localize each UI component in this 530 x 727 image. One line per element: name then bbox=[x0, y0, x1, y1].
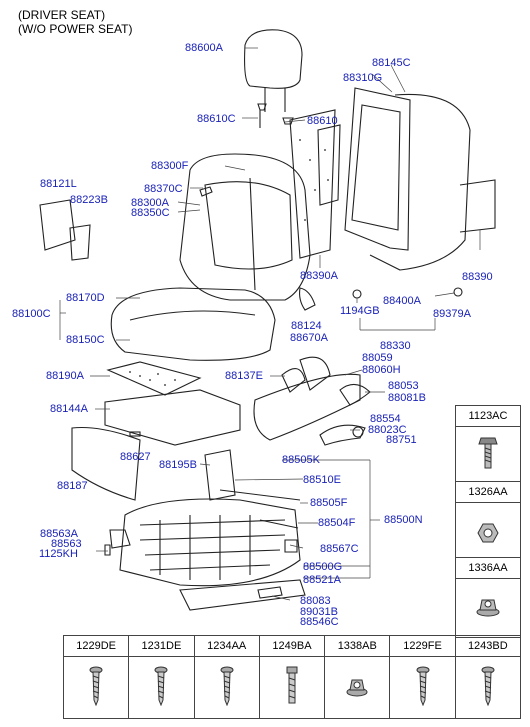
label-88124: 88124 bbox=[291, 320, 322, 332]
fastener-code: 1123AC bbox=[456, 406, 520, 427]
fastener-cell: 1234AA bbox=[194, 636, 260, 718]
bolt-icon bbox=[286, 666, 298, 704]
label-88554: 88554 bbox=[370, 413, 401, 425]
label-88330: 88330 bbox=[380, 340, 411, 352]
fastener-cell: 1249BA bbox=[259, 636, 326, 718]
fastener-cell: 1229FE bbox=[390, 636, 456, 718]
fastener-code: 1234AA bbox=[194, 636, 259, 657]
label-88600A: 88600A bbox=[185, 42, 223, 54]
label-1125KH: 1125KH bbox=[39, 548, 78, 560]
label-88150C: 88150C bbox=[66, 334, 105, 346]
fastener-code: 1249BA bbox=[259, 636, 325, 657]
cushion-pan-part bbox=[104, 389, 241, 446]
fastener-bottom-table: 1229DE 1231DE 1234AA 1249BA 1338AB 1229F… bbox=[63, 635, 521, 719]
label-88060H: 88060H bbox=[362, 364, 401, 376]
screw-icon bbox=[154, 666, 168, 706]
label-88521A: 88521A bbox=[303, 574, 341, 586]
fastener-cell: 1229DE bbox=[64, 636, 130, 718]
label-88145C: 88145C bbox=[372, 57, 411, 69]
label-88190A: 88190A bbox=[46, 370, 84, 382]
screw-icon bbox=[220, 666, 234, 706]
label-88390: 88390 bbox=[462, 271, 493, 283]
nut-icon bbox=[477, 523, 499, 543]
label-88400A: 88400A bbox=[383, 295, 421, 307]
label-88137E: 88137E bbox=[225, 370, 263, 382]
hex-bolt-icon bbox=[478, 437, 498, 469]
label-89031B: 89031B bbox=[300, 606, 338, 618]
label-88610: 88610 bbox=[307, 115, 338, 127]
nut-icon bbox=[346, 679, 368, 697]
back-frame-part bbox=[344, 87, 411, 251]
label-88121L: 88121L bbox=[40, 178, 77, 190]
label-88500N: 88500N bbox=[384, 514, 423, 526]
fastener-code: 1338AB bbox=[325, 636, 390, 657]
label-88505F: 88505F bbox=[310, 497, 348, 509]
label-88144A: 88144A bbox=[50, 403, 88, 415]
diagram-title-line1: (DRIVER SEAT) bbox=[18, 8, 106, 22]
fastener-cell: 1326AA bbox=[456, 482, 520, 558]
fastener-cell: 1123AC bbox=[456, 406, 520, 482]
label-88567C: 88567C bbox=[320, 543, 359, 555]
fastener-code: 1229DE bbox=[64, 636, 129, 657]
label-88300F: 88300F bbox=[151, 160, 189, 172]
label-88390A: 88390A bbox=[300, 270, 338, 282]
label-88100C: 88100C bbox=[12, 308, 51, 320]
label-88510E: 88510E bbox=[303, 474, 341, 486]
label-88505K: 88505K bbox=[282, 454, 320, 466]
label-88563A: 88563A bbox=[40, 528, 78, 540]
label-88195B: 88195B bbox=[159, 459, 197, 471]
label-88546C: 88546C bbox=[300, 616, 339, 628]
headrest-part bbox=[244, 29, 303, 89]
fastener-code: 1229FE bbox=[390, 636, 455, 657]
label-88059: 88059 bbox=[362, 352, 393, 364]
label-88370C: 88370C bbox=[144, 183, 183, 195]
label-1194GB: 1194GB bbox=[340, 305, 380, 317]
label-88023C: 88023C bbox=[368, 424, 407, 436]
screw-icon bbox=[416, 666, 430, 706]
label-89379A: 89379A bbox=[433, 308, 471, 320]
label-88350C: 88350C bbox=[131, 207, 170, 219]
label-88504F: 88504F bbox=[318, 517, 356, 529]
label-88310G: 88310G bbox=[343, 72, 383, 84]
diagram-title-line2: (W/O POWER SEAT) bbox=[18, 22, 133, 36]
label-88053: 88053 bbox=[388, 380, 419, 392]
screw-icon bbox=[89, 666, 103, 706]
label-88170D: 88170D bbox=[66, 292, 105, 304]
label-88751: 88751 bbox=[386, 434, 417, 446]
seat-frame-part bbox=[119, 498, 301, 587]
label-88610C: 88610C bbox=[197, 113, 236, 125]
fastener-code: 1243BD bbox=[455, 636, 520, 657]
fastener-cell: 1338AB bbox=[325, 636, 391, 718]
fastener-side-table: 1123AC 1326AA 1336AA bbox=[455, 405, 521, 638]
label-88223B: 88223B bbox=[70, 194, 108, 206]
label-88081B: 88081B bbox=[388, 392, 426, 404]
label-88627: 88627 bbox=[120, 451, 151, 463]
label-88300A: 88300A bbox=[131, 197, 169, 209]
fastener-cell: 1336AA bbox=[456, 558, 520, 634]
label-88083: 88083 bbox=[300, 595, 331, 607]
label-88563: 88563 bbox=[51, 538, 82, 550]
fastener-cell: 1243BD bbox=[455, 636, 520, 718]
label-88187: 88187 bbox=[57, 480, 88, 492]
fastener-code: 1231DE bbox=[129, 636, 194, 657]
fastener-code: 1326AA bbox=[456, 482, 520, 503]
label-88500G: 88500G bbox=[303, 561, 343, 573]
screw-icon bbox=[481, 666, 495, 706]
fastener-code: 1336AA bbox=[456, 558, 520, 579]
fastener-cell: 1231DE bbox=[129, 636, 195, 718]
label-88670A: 88670A bbox=[290, 332, 328, 344]
seat-cushion-part bbox=[110, 287, 276, 361]
flange-nut-icon bbox=[476, 599, 500, 617]
